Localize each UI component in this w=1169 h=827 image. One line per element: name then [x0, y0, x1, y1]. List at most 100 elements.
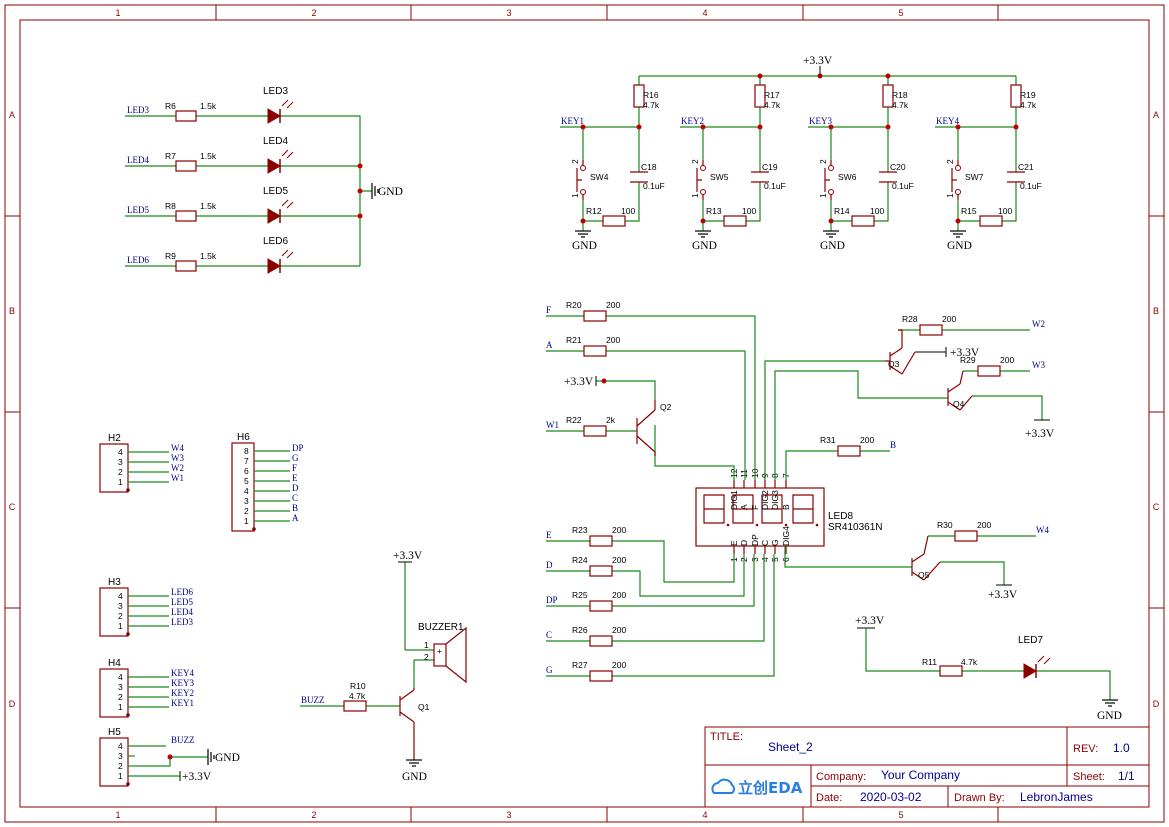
header-net-label: LED6	[171, 587, 193, 597]
header-pin-number: 2	[118, 761, 123, 771]
resistor-value: 200	[1000, 355, 1014, 365]
display-pin-label: DIG4	[781, 526, 791, 546]
display-pin-number: 6	[781, 557, 791, 562]
r11-ref: R11	[922, 657, 937, 667]
grid-row-a-right: A	[1153, 110, 1159, 120]
grid-row-d-right: D	[1153, 699, 1160, 709]
net-label: D	[546, 560, 553, 570]
grid-col-5-bottom: 5	[898, 810, 903, 820]
grid-col-1-top: 1	[115, 8, 120, 18]
resistor-value: 200	[977, 520, 991, 530]
junction	[955, 218, 961, 224]
switch-icon	[576, 160, 584, 200]
grid-row-a-left: A	[9, 110, 15, 120]
display-pin-label: D	[739, 540, 749, 546]
pullup-value: 4.7k	[892, 100, 909, 110]
resistor	[589, 635, 613, 647]
net-label: E	[546, 530, 552, 540]
header-pin-number: 2	[118, 467, 123, 477]
title-label: TITLE:	[710, 731, 743, 743]
switch-contact	[580, 165, 586, 171]
header-net-label: W2	[171, 463, 184, 473]
grid-col-5-top: 5	[898, 8, 903, 18]
header-body	[99, 587, 129, 637]
gnd-label: GND	[947, 240, 972, 252]
header-net-label: F	[292, 463, 297, 473]
junction	[828, 124, 834, 130]
gnd-label: GND	[692, 240, 717, 252]
header-body	[99, 668, 129, 718]
gnd-label-leds: GND	[378, 186, 403, 198]
q4-label: Q4	[953, 399, 965, 409]
transistor-q3: Q3	[885, 329, 916, 375]
key-net-label: KEY1	[561, 116, 584, 126]
header-net-label: D	[292, 483, 299, 493]
led-diode-icon	[267, 108, 281, 124]
grid-col-3-bottom: 3	[506, 810, 511, 820]
grid-col-2-top: 2	[311, 8, 316, 18]
led-rays	[281, 99, 294, 109]
header-net-label: KEY1	[171, 698, 194, 708]
company-label: Company:	[816, 771, 866, 783]
resistor	[175, 160, 197, 172]
display-pin-label: C	[760, 540, 770, 546]
vcc-label-q4: +3.3V	[1025, 428, 1055, 440]
q2-label: Q2	[660, 402, 672, 412]
ground-icon	[574, 230, 592, 238]
rev-value: 1.0	[1113, 741, 1130, 755]
header-pin-number: 2	[118, 611, 123, 621]
buzzer-body	[433, 643, 447, 667]
pullup-value: 4.7k	[764, 100, 781, 110]
vcc-label-q5: +3.3V	[988, 589, 1018, 601]
led-ref: LED4	[263, 136, 288, 147]
header-pin-number: 3	[118, 457, 123, 467]
grid-labels: 1 2 3 4 5 1 2 3 4 5 A B C D A B C D	[9, 8, 1160, 820]
led-diode-icon	[267, 258, 281, 274]
key-wire	[702, 107, 761, 231]
led-net-label: LED3	[127, 105, 149, 115]
capacitor	[1007, 171, 1025, 183]
q3-label: Q3	[888, 359, 900, 369]
resistor-ref: R23	[572, 525, 588, 535]
led-diode-icon	[267, 158, 281, 174]
switch-pin2: 2	[570, 159, 580, 164]
seven-segment-block: LED8 SR410361N 12DIG11E11A2D10F3DP9DIG24…	[546, 300, 1055, 682]
pullup-resistor	[754, 84, 766, 108]
header-pin-number: 4	[118, 447, 123, 457]
key-net-label: KEY3	[809, 116, 832, 126]
led-ref: LED3	[263, 86, 288, 97]
header-pin-number: 1	[118, 621, 123, 631]
net-label: W3	[1032, 360, 1045, 370]
capacitor	[751, 171, 769, 183]
switch-contact	[580, 189, 586, 195]
header-net-label: W3	[171, 453, 184, 463]
switch-contact	[700, 165, 706, 171]
pullup-ref: R17	[764, 90, 780, 100]
pin1-marker	[126, 782, 130, 786]
pullup-ref: R18	[892, 90, 908, 100]
header-net-label: LED4	[171, 607, 193, 617]
junction	[955, 124, 961, 130]
pullup-resistor	[882, 84, 894, 108]
header-pin-number: 4	[118, 741, 123, 751]
display-pin-label: DIG3	[770, 490, 780, 510]
header-body	[99, 737, 129, 787]
buzzer-plus: +	[437, 646, 442, 656]
grid-row-d-left: D	[9, 699, 16, 709]
net-label: W4	[1036, 525, 1049, 535]
display-pin-label: DP	[750, 534, 760, 546]
resistor-ref: R28	[902, 314, 918, 324]
junction	[636, 124, 642, 130]
switch-ref: SW6	[838, 172, 857, 182]
net-label: W1	[546, 420, 559, 430]
key-net-label: KEY2	[681, 116, 704, 126]
series-ref: R13	[706, 206, 722, 216]
switch-contact	[700, 189, 706, 195]
resistor-ref: R29	[960, 355, 976, 365]
transistor-q1: Q1	[399, 688, 430, 760]
